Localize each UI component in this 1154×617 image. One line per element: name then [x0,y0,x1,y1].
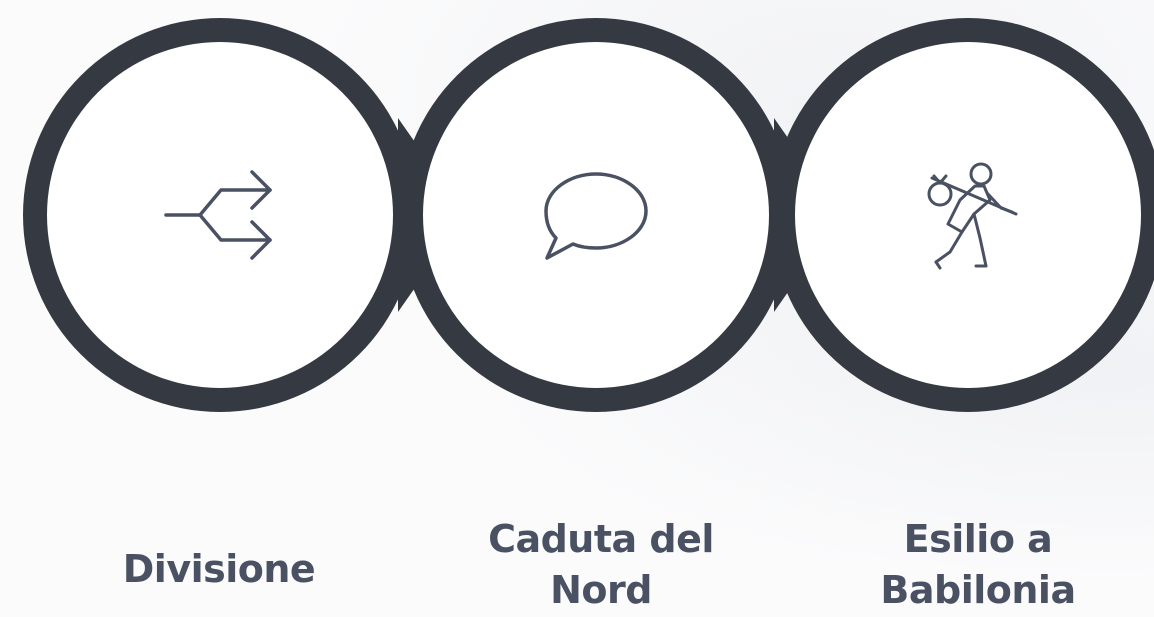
step-3-inner-disc [795,42,1141,388]
step-3-label-line-2: Babilonia [880,568,1076,612]
step-1-label: Divisione [69,544,369,595]
step-2-inner-disc [423,42,769,388]
step-2-label: Caduta del Nord [451,514,751,616]
split-arrows-icon [164,170,272,260]
step-1-node [23,18,466,412]
process-flow-diagram [23,18,1154,412]
step-2-label-line-2: Nord [550,568,652,612]
step-2-node [399,18,842,412]
step-1-inner-disc [47,42,393,388]
step-3-node [771,18,1154,412]
exile-traveler-icon [927,162,1018,270]
step-3-label: Esilio a Babilonia [828,514,1128,616]
step-labels: Divisione Caduta del Nord Esilio a Babil… [0,500,1154,617]
speech-bubble-icon [544,172,648,260]
step-2-label-line-1: Caduta del [488,517,714,561]
step-3-label-line-1: Esilio a [903,517,1053,561]
step-1-label-text: Divisione [122,547,316,591]
